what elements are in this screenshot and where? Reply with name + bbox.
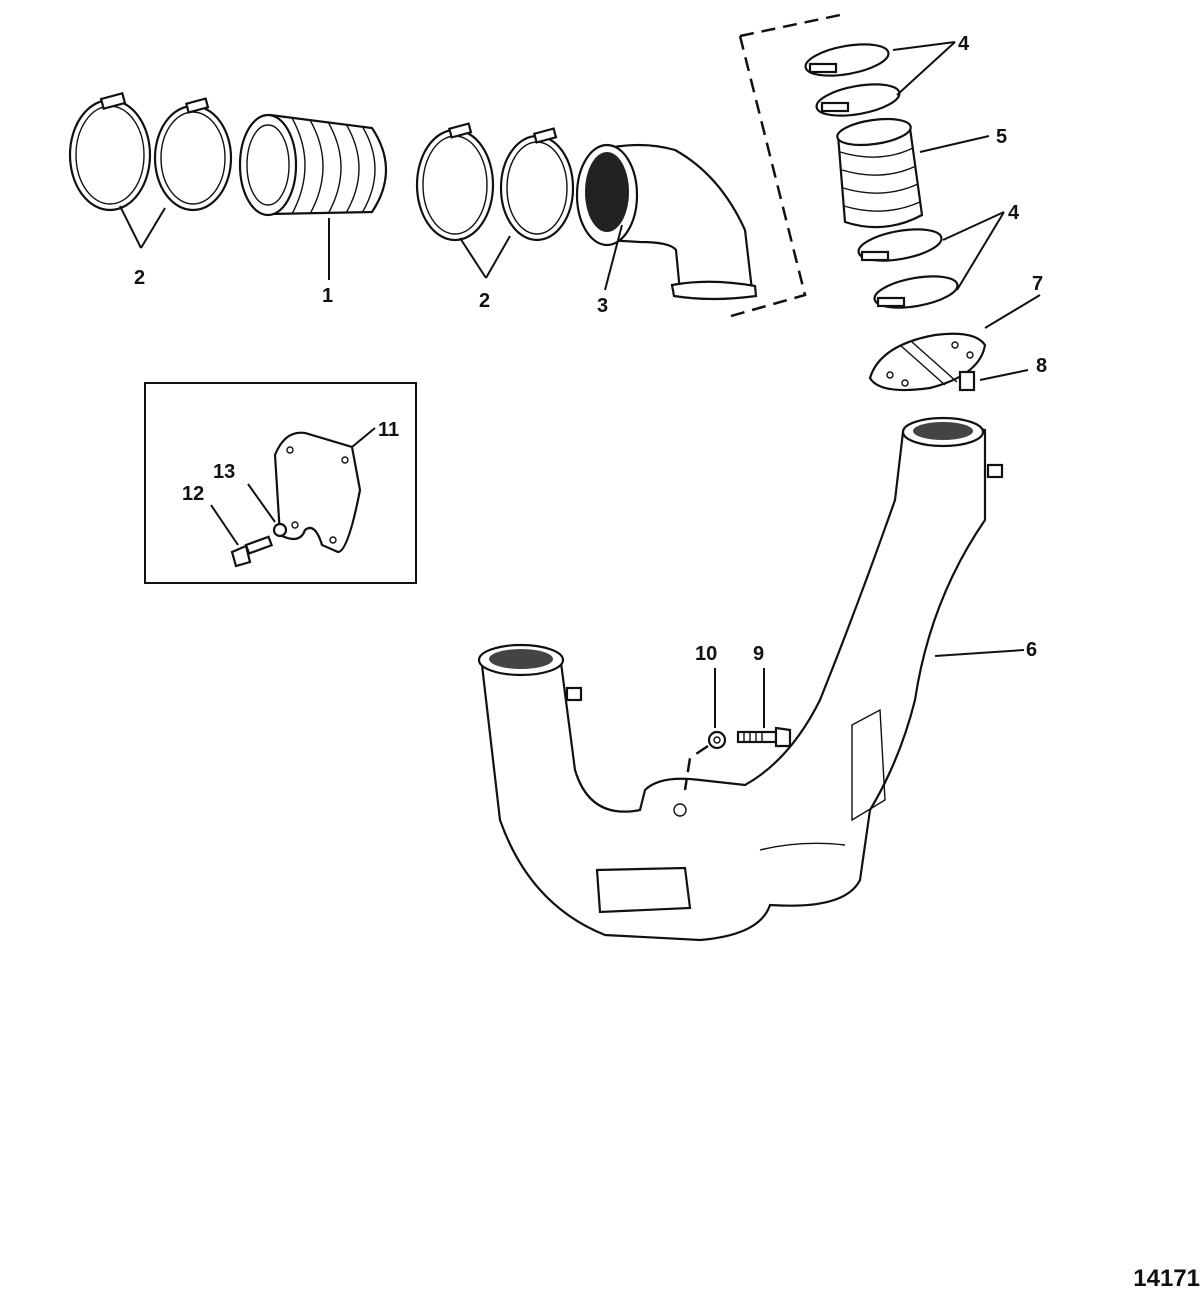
y-pipe [477,416,1004,942]
small-block [958,370,976,392]
dashed-leader-10 [683,744,709,791]
hose-clamp-lower-pair [857,228,959,309]
callout-2a: 2 [134,267,145,289]
callout-4a: 4 [958,33,970,55]
callout-1: 1 [322,285,333,307]
callout-12: 12 [182,483,204,505]
callout-7: 7 [1032,273,1043,295]
figure-number: 14171 [1133,1265,1200,1292]
callout-4b: 4 [1008,202,1020,224]
callout-3: 3 [597,295,608,317]
bolt-12 [230,535,274,568]
flapper-plate [868,332,987,392]
hose-clamp-left-pair [68,91,233,212]
bolt-9 [736,726,792,748]
hose-clamp-upper-pair [804,43,901,117]
hose-clamp-right-pair [415,122,575,242]
callout-13: 13 [213,461,235,483]
nut-10 [707,730,727,750]
callout-10: 10 [695,643,717,665]
inset-box [144,382,417,584]
callouts: 1 2 2 3 4 5 4 7 8 11 13 12 10 9 6 [134,33,1047,665]
callout-11: 11 [378,419,399,441]
washer-13 [272,522,288,538]
callout-8: 8 [1036,355,1047,377]
corrugated-hose [238,113,388,217]
callout-5: 5 [996,126,1007,148]
leader-lines [119,41,1041,728]
callout-9: 9 [753,643,764,665]
dashed-group-bracket [723,13,842,320]
callout-6: 6 [1026,639,1037,661]
callout-2b: 2 [479,290,490,312]
straight-hose [836,117,924,229]
exhaust-elbow [575,143,758,301]
